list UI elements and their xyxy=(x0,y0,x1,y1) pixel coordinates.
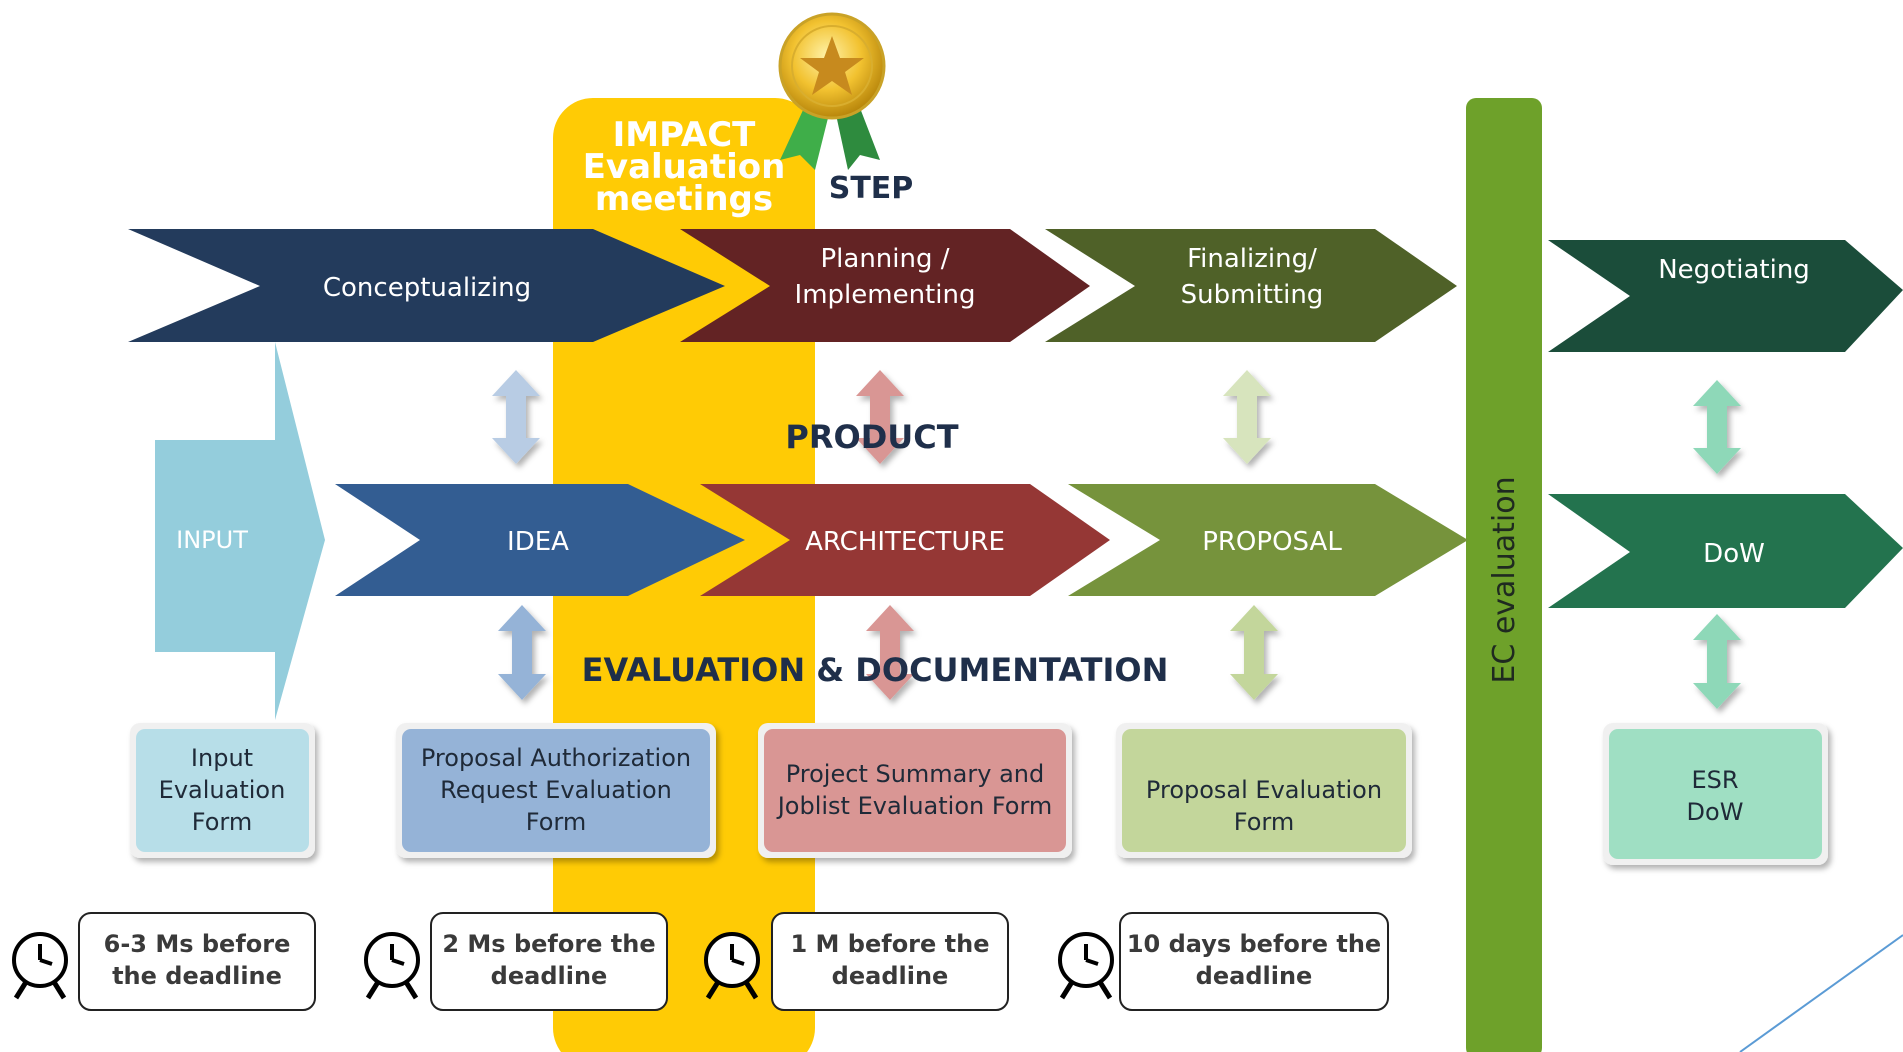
ec-evaluation-label: EC evaluation xyxy=(1487,476,1522,683)
deadline4-line1: 10 days before the xyxy=(1127,930,1381,958)
deadline2-line2: deadline xyxy=(491,962,608,990)
alarm-clock-icon xyxy=(12,932,68,1000)
double-arrow-icon xyxy=(492,370,540,464)
deadline3-line1: 1 M before the xyxy=(791,930,990,958)
step-conceptualizing-label: Conceptualizing xyxy=(323,273,531,303)
form-esr-line2: DoW xyxy=(1687,798,1744,826)
form-authorization-line2: Request Evaluation xyxy=(440,776,672,804)
alarm-clock-icon xyxy=(704,932,760,1000)
impact-line1: IMPACT xyxy=(613,115,757,155)
form-authorization-line1: Proposal Authorization xyxy=(421,744,691,772)
form-proposal-authorization: Proposal Authorization Request Evaluatio… xyxy=(396,723,716,858)
step-planning-label-1: Planning / xyxy=(820,244,949,274)
form-summary-line2: Joblist Evaluation Form xyxy=(776,792,1053,820)
product-dow-label: DoW xyxy=(1703,539,1765,569)
alarm-clock-icon xyxy=(364,932,420,1000)
form-project-summary: Project Summary and Joblist Evaluation F… xyxy=(758,723,1072,858)
product-input xyxy=(155,342,325,720)
deadline-box: 2 Ms before the deadline xyxy=(430,912,668,1011)
form-input-evaluation: Input Evaluation Form xyxy=(130,723,315,858)
product-idea-label: IDEA xyxy=(507,527,569,557)
double-arrow-icon xyxy=(856,370,904,464)
form-input-line3: Form xyxy=(192,808,252,836)
deadline3-line2: deadline xyxy=(832,962,949,990)
form-input-line2: Evaluation xyxy=(159,776,286,804)
step-finalizing xyxy=(1045,229,1457,342)
form-authorization-line3: Form xyxy=(526,808,586,836)
deadline-box: 10 days before the deadline xyxy=(1119,912,1389,1011)
product-architecture xyxy=(700,484,1110,596)
double-arrow-icon xyxy=(498,605,546,700)
double-arrow-icon xyxy=(866,605,914,700)
deadline4-line2: deadline xyxy=(1196,962,1313,990)
evaluation-header: EVALUATION & DOCUMENTATION xyxy=(582,651,1169,689)
form-esr-dow: ESR DoW xyxy=(1603,723,1828,865)
step-negotiating-label: Negotiating xyxy=(1658,255,1810,285)
double-arrow-icon xyxy=(1693,380,1741,474)
product-header: PRODUCT xyxy=(785,418,958,456)
impact-line3: meetings xyxy=(595,179,773,219)
product-proposal-label: PROPOSAL xyxy=(1202,527,1342,557)
deadline-box: 1 M before the deadline xyxy=(771,912,1009,1011)
double-arrow-icon xyxy=(1693,614,1741,709)
award-medal-icon xyxy=(778,12,886,170)
product-architecture-label: ARCHITECTURE xyxy=(805,527,1005,557)
step-negotiating xyxy=(1548,240,1903,352)
deadline2-line1: 2 Ms before the xyxy=(442,930,655,958)
deadline1-line2: the deadline xyxy=(112,962,282,990)
double-arrow-icon xyxy=(1230,605,1278,700)
product-idea xyxy=(335,484,745,596)
form-input-line1: Input xyxy=(191,744,253,772)
alarm-clock-icon xyxy=(1058,932,1114,1000)
form-proposal-eval-line2: Form xyxy=(1234,808,1294,836)
impact-line2: Evaluation xyxy=(583,147,786,187)
step-planning-label-2: Implementing xyxy=(795,280,976,310)
product-input-label: INPUT xyxy=(176,526,248,554)
double-arrow-icon xyxy=(1223,370,1271,464)
step-header: STEP xyxy=(829,171,914,206)
deadline-box: 6-3 Ms before the deadline xyxy=(78,912,316,1011)
deadline1-line1: 6-3 Ms before xyxy=(104,930,291,958)
step-planning xyxy=(680,229,1090,342)
product-dow xyxy=(1548,494,1903,608)
step-conceptualizing xyxy=(128,229,725,342)
product-proposal xyxy=(1068,484,1468,596)
step-finalizing-label-2: Submitting xyxy=(1181,280,1324,310)
form-proposal-evaluation: Proposal Evaluation Form xyxy=(1116,723,1412,858)
step-finalizing-label-1: Finalizing/ xyxy=(1187,244,1317,274)
ec-evaluation-band xyxy=(1466,98,1542,1052)
form-esr-line1: ESR xyxy=(1691,766,1738,794)
form-proposal-eval-line1: Proposal Evaluation xyxy=(1146,776,1382,804)
decorative-line xyxy=(1739,934,1903,1052)
form-summary-line1: Project Summary and xyxy=(786,760,1045,788)
